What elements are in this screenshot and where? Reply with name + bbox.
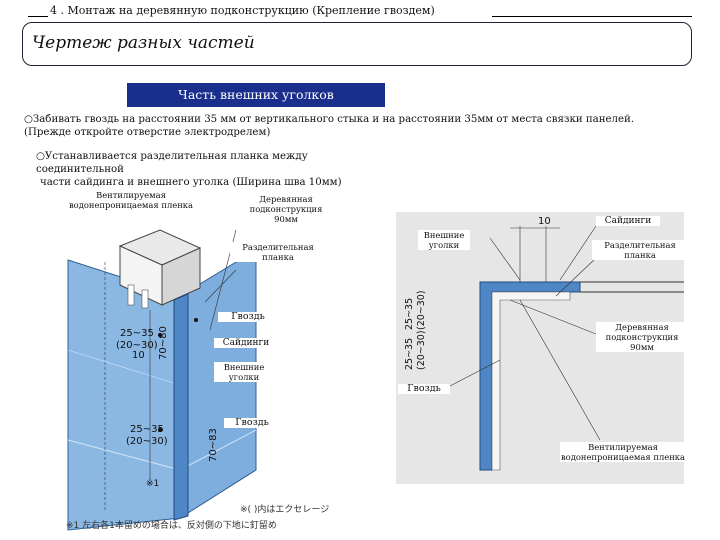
section-title: Чертеж разных частей bbox=[32, 33, 255, 53]
header-rule-right bbox=[492, 16, 692, 17]
dim-a1: 25~35 bbox=[120, 328, 154, 339]
right-label-wood-frame: Деревянная подконструкция 90мм bbox=[596, 322, 688, 352]
note-separator-line1: ○Устанавливается разделительная планка м… bbox=[36, 151, 308, 175]
right-dim-d: (20~30) bbox=[416, 330, 427, 370]
footnote-b: ※1 左右各1本留めの場合は、反対側の下地に釘留め bbox=[66, 519, 277, 531]
right-label-nail: Гвоздь bbox=[398, 384, 450, 394]
note-separator: ○Устанавливается разделительная планка м… bbox=[36, 150, 396, 189]
wood-subframe-right bbox=[161, 247, 201, 306]
note-nailing: ○Забивать гвоздь на расстоянии 35 мм от … bbox=[24, 113, 644, 139]
dim-70-83: 70~83 bbox=[208, 428, 219, 462]
external-corner-trim bbox=[173, 293, 189, 521]
left-label-wood-frame: Деревянная подконструкция 90мм bbox=[246, 194, 326, 224]
right-label-separator: Разделительная планка bbox=[592, 240, 688, 260]
dim-10: 10 bbox=[132, 350, 145, 361]
part-banner: Часть внешних уголков bbox=[127, 83, 385, 107]
footnote-a: ※( )内はエクセレージ bbox=[240, 503, 329, 515]
right-dim-a: 25~35 bbox=[404, 298, 415, 330]
dim-70-80: 70~80 bbox=[158, 326, 169, 360]
left-label-siding: Сайдинги bbox=[214, 338, 278, 348]
right-label-vent-film: Вентилируемая водонепроницаемая пленка bbox=[560, 442, 686, 462]
right-label-siding: Сайдинги bbox=[596, 216, 660, 226]
right-dim-10: 10 bbox=[538, 216, 551, 227]
right-dim-c: 25~35 bbox=[404, 338, 415, 370]
left-label-corner: Внешние уголки bbox=[214, 362, 274, 382]
dim-b2: (20~30) bbox=[126, 436, 168, 447]
note-nailing-line2: (Прежде откройте отверстие электродрелем… bbox=[24, 127, 271, 138]
right-dim-b: (20~30) bbox=[416, 290, 427, 330]
right-label-corner: Внешние уголки bbox=[418, 230, 470, 250]
section-title-box bbox=[22, 22, 692, 66]
left-label-vent-film: Вентилируемая водонепроницаемая пленка bbox=[68, 190, 194, 210]
note-nailing-line1: ○Забивать гвоздь на расстоянии 35 мм от … bbox=[24, 114, 635, 125]
page-title: 4 . Монтаж на деревянную подконструкцию … bbox=[50, 4, 435, 17]
left-label-nail-top: Гвоздь bbox=[218, 312, 278, 322]
dim-b1: 25~35 bbox=[130, 424, 164, 435]
left-label-nail-bottom: Гвоздь bbox=[224, 418, 280, 428]
left-label-separator: Разделительная планка bbox=[230, 242, 326, 262]
dim-a2: (20~30) bbox=[116, 340, 158, 351]
header-rule-left bbox=[28, 16, 48, 17]
note-separator-line2: части сайдинга и внешнего уголка (Ширина… bbox=[40, 177, 342, 188]
mark-1: ※1 bbox=[146, 479, 159, 489]
